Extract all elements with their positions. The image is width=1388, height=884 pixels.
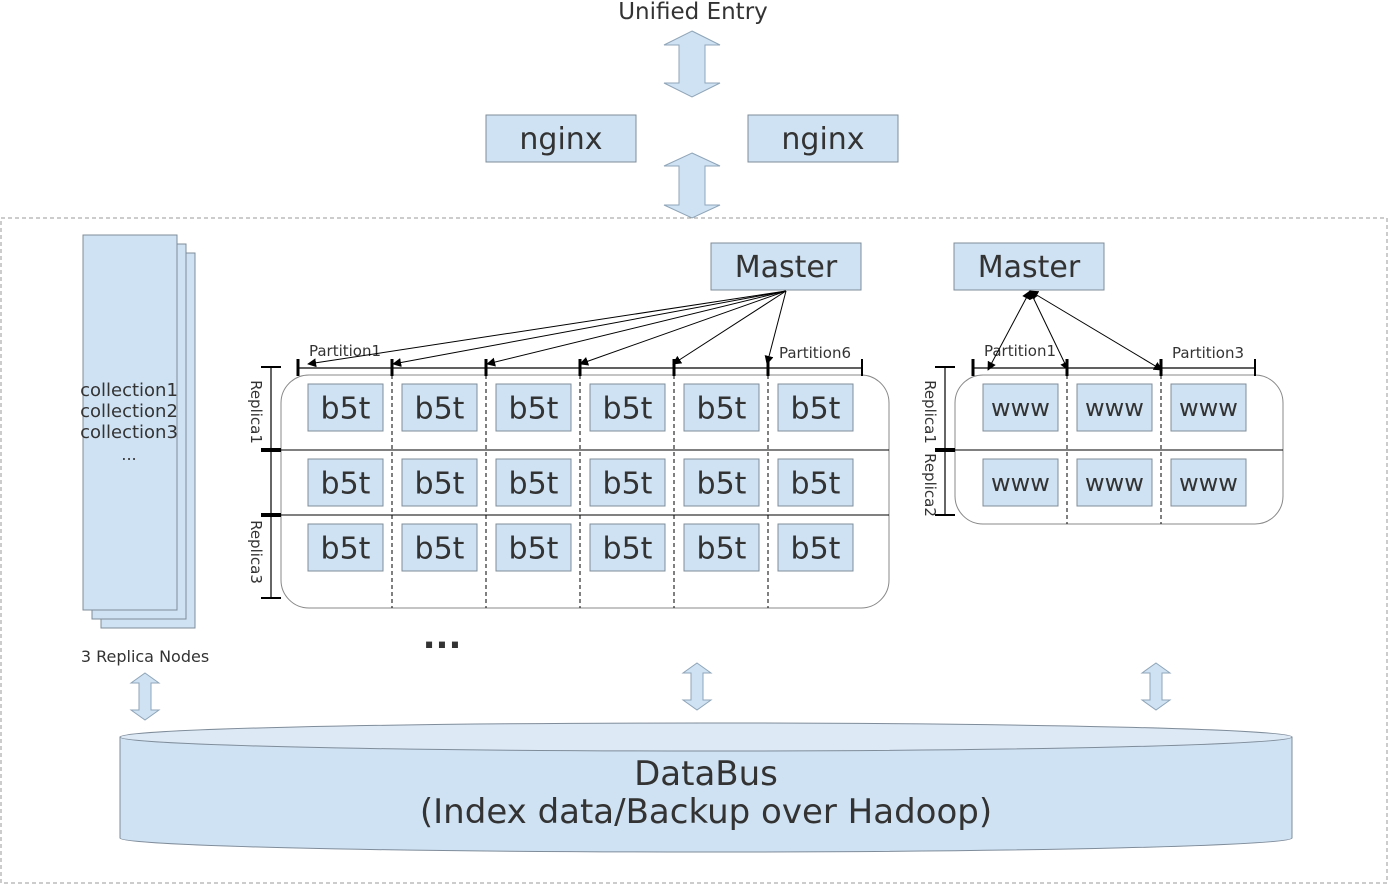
shard-box [589, 523, 666, 572]
shard-box [777, 383, 854, 432]
nginx-to-cluster-double-arrow-icon [663, 152, 721, 219]
stack-to-databus-double-arrow-icon [129, 672, 161, 721]
master-arrow [307, 290, 787, 368]
shard-label: b5t [321, 391, 371, 426]
shard-label: b5t [509, 391, 559, 426]
shard-label: b5t [415, 531, 465, 566]
master-arrow [987, 290, 1031, 371]
replica-label: Replica1 [247, 380, 265, 444]
master-arrow [764, 290, 787, 365]
shard-box [307, 383, 384, 432]
shard-label: b5t [509, 531, 559, 566]
shard-box [589, 458, 666, 507]
shard-label: b5t [603, 391, 653, 426]
collections-stack: collection1 collection2 collection3 ... [80, 234, 196, 629]
replica-label: Replica2 [921, 453, 939, 517]
left-cluster: b5t b5t b5t b5t b5t b5t b5t b5t b5t b5t b5t b5t b5t b… [247, 242, 890, 609]
shard-label: b5t [321, 531, 371, 566]
master-arrow [486, 290, 787, 367]
master-arrow [392, 290, 787, 367]
shard-label: www [1085, 394, 1144, 422]
shard-box [1076, 383, 1153, 432]
shard-label: www [1085, 469, 1144, 497]
shard-box [777, 523, 854, 572]
shard-box [495, 458, 572, 507]
collection-item: collection1 [80, 380, 178, 401]
shard-label: b5t [603, 531, 653, 566]
shard-box [495, 383, 572, 432]
partition-label-last: Partition6 [779, 344, 851, 362]
shard-box [307, 458, 384, 507]
master-box [953, 242, 1105, 291]
master-label: Master [978, 250, 1081, 285]
shard-box [1076, 458, 1153, 507]
shard-label: b5t [791, 391, 841, 426]
shard-label: b5t [697, 466, 747, 501]
shard-label: www [1179, 469, 1238, 497]
databus-title: DataBus [634, 754, 778, 794]
collection-item: collection2 [80, 401, 178, 422]
shard-box [495, 523, 572, 572]
cluster-boundary [0, 217, 1388, 884]
shard-box [982, 383, 1059, 432]
master-arrow [672, 290, 787, 365]
shard-box [401, 458, 478, 507]
shard-box [683, 458, 760, 507]
partition-label-first: Partition1 [309, 342, 381, 360]
shard-label: www [1179, 394, 1238, 422]
replica-label: Replica1 [921, 380, 939, 444]
databus-subtitle: (Index data/Backup over Hadoop) [420, 792, 992, 832]
shard-label: b5t [791, 466, 841, 501]
shard-label: b5t [697, 391, 747, 426]
shard-box [1170, 458, 1247, 507]
shard-label: b5t [321, 466, 371, 501]
shard-box [401, 523, 478, 572]
partition-label-last: Partition3 [1172, 344, 1244, 362]
nginx-box-1: nginx [485, 114, 637, 163]
nginx-label: nginx [781, 122, 864, 157]
shard-box [1170, 383, 1247, 432]
shard-box [683, 523, 760, 572]
shard-label: www [991, 394, 1050, 422]
right-cluster-to-databus-double-arrow-icon [1140, 662, 1172, 711]
left-cluster-to-databus-double-arrow-icon [681, 662, 713, 711]
shard-label: b5t [415, 391, 465, 426]
replica-label: Replica3 [247, 520, 265, 584]
shard-box [589, 383, 666, 432]
shard-box [683, 383, 760, 432]
shard-box [982, 458, 1059, 507]
entry-double-arrow-icon [663, 30, 721, 98]
databus-cylinder: DataBus (Index data/Backup over Hadoop) [119, 722, 1293, 853]
shard-label: b5t [509, 466, 559, 501]
more-clusters-ellipsis: ... [423, 617, 462, 657]
collection-item: collection3 [80, 422, 178, 443]
shard-label: www [991, 469, 1050, 497]
master-label: Master [735, 250, 838, 285]
master-arrow [1029, 290, 1163, 371]
unified-entry-label: Unified Entry [618, 0, 768, 25]
shard-box [777, 458, 854, 507]
master-box [710, 242, 862, 291]
replica-nodes-caption: 3 Replica Nodes [81, 647, 209, 666]
nginx-label: nginx [519, 122, 602, 157]
collection-item: ... [121, 445, 136, 464]
master-arrow [579, 290, 787, 366]
shard-label: b5t [791, 531, 841, 566]
shard-box [307, 523, 384, 572]
nginx-box-2: nginx [747, 114, 899, 163]
shard-label: b5t [697, 531, 747, 566]
shard-label: b5t [415, 466, 465, 501]
shard-box [401, 383, 478, 432]
shard-label: b5t [603, 466, 653, 501]
